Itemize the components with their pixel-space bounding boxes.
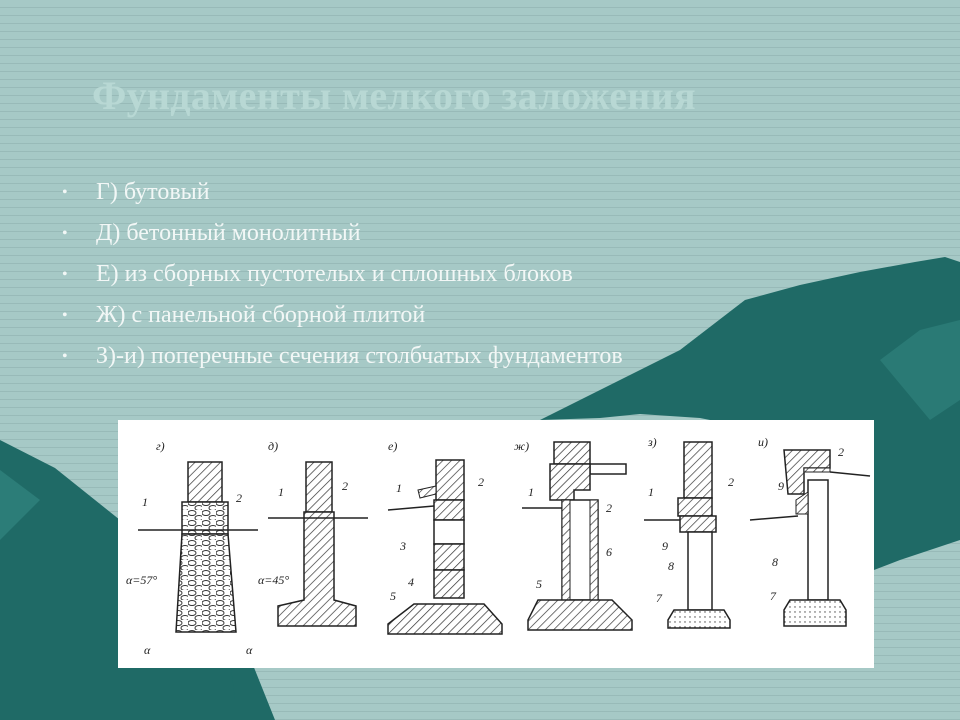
bullet-item: • Д) бетонный монолитный — [62, 213, 623, 254]
svg-text:7: 7 — [656, 591, 663, 605]
panel-z: з) 1 2 9 8 7 — [644, 435, 734, 629]
angle-label: α=45° — [258, 573, 289, 587]
svg-text:2: 2 — [342, 479, 348, 493]
svg-text:5: 5 — [536, 577, 542, 591]
svg-text:1: 1 — [648, 485, 654, 499]
bullet-item: • Е) из сборных пустотелых и сплошных бло… — [62, 254, 623, 295]
panel-label: г) — [156, 439, 165, 453]
svg-text:6: 6 — [606, 545, 612, 559]
svg-text:9: 9 — [662, 539, 668, 553]
svg-text:5: 5 — [390, 589, 396, 603]
foundation-diagram: г) 1 2 α=57° α д) 1 2 α=45° α е) — [118, 420, 874, 668]
svg-text:8: 8 — [668, 559, 674, 573]
svg-text:2: 2 — [838, 445, 844, 459]
bullet-icon: • — [62, 225, 68, 242]
panel-e: е) 1 2 3 4 5 — [387, 439, 503, 635]
bullet-text: Ж) с панельной сборной плитой — [96, 302, 426, 328]
svg-text:8: 8 — [772, 555, 778, 569]
svg-text:α: α — [246, 643, 253, 657]
panel-label: е) — [388, 439, 397, 453]
bullet-list: • Г) бутовый • Д) бетонный монолитный • Е) … — [62, 172, 623, 377]
slide-title: Фундаменты мелкого заложения — [92, 73, 696, 118]
panel-label: д) — [268, 439, 278, 453]
svg-text:2: 2 — [478, 475, 484, 489]
bullet-item: • З)-и) поперечные сечения столбчатых фун… — [62, 336, 623, 377]
panel-i: и) 2 9 8 7 — [749, 435, 871, 627]
svg-text:1: 1 — [278, 485, 284, 499]
svg-text:1: 1 — [142, 495, 148, 509]
panel-d: д) 1 2 α=45° α — [246, 439, 368, 657]
svg-text:α: α — [144, 643, 151, 657]
panel-g: г) 1 2 α=57° α — [126, 439, 258, 657]
panel-zh: ж) 1 2 6 5 — [514, 439, 633, 631]
bullet-text: З)-и) поперечные сечения столбчатых фунд… — [96, 343, 623, 369]
bullet-icon: • — [62, 184, 68, 201]
bullet-icon: • — [62, 348, 68, 365]
bullet-icon: • — [62, 307, 68, 324]
svg-text:7: 7 — [770, 589, 777, 603]
bullet-text: Д) бетонный монолитный — [96, 220, 361, 246]
bullet-item: • Ж) с панельной сборной плитой — [62, 295, 623, 336]
panel-label: и) — [758, 435, 768, 449]
bullet-text: Е) из сборных пустотелых и сплошных блок… — [96, 261, 573, 287]
svg-text:2: 2 — [728, 475, 734, 489]
svg-text:9: 9 — [778, 479, 784, 493]
svg-text:1: 1 — [396, 481, 402, 495]
panel-label: ж) — [514, 439, 529, 453]
panel-label: з) — [647, 435, 657, 449]
bullet-text: Г) бутовый — [96, 179, 210, 205]
bullet-item: • Г) бутовый — [62, 172, 623, 213]
svg-text:3: 3 — [399, 539, 406, 553]
svg-text:1: 1 — [528, 485, 534, 499]
svg-text:2: 2 — [236, 491, 242, 505]
svg-text:4: 4 — [408, 575, 414, 589]
bullet-icon: • — [62, 266, 68, 283]
svg-text:2: 2 — [606, 501, 612, 515]
angle-label: α=57° — [126, 573, 157, 587]
